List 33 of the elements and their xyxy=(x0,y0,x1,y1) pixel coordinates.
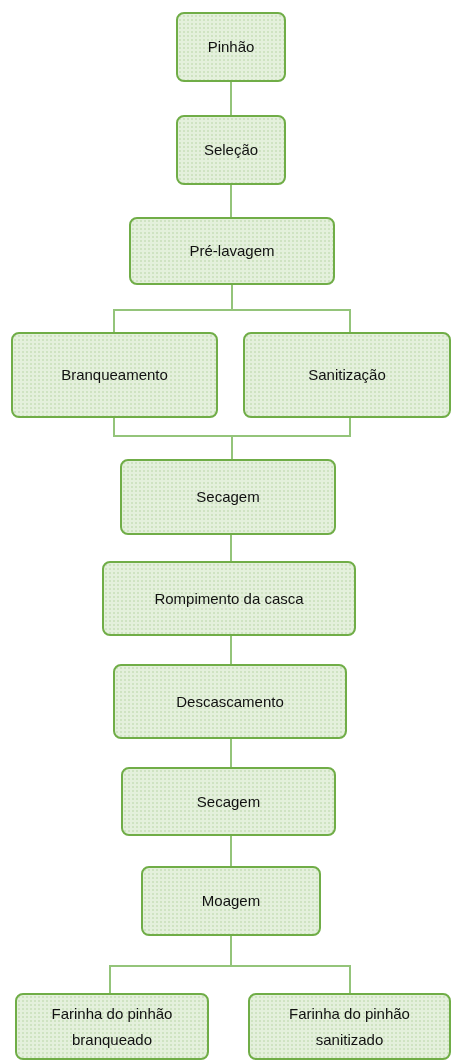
step-label: Pré-lavagem xyxy=(189,241,275,262)
step-label: Seleção xyxy=(203,140,259,161)
process-box xyxy=(15,993,209,1060)
process-box xyxy=(176,12,286,82)
step-label: Pinhão xyxy=(207,37,255,58)
process-box xyxy=(248,993,451,1060)
process-box xyxy=(11,332,218,418)
connector-line xyxy=(230,81,232,116)
process-box xyxy=(121,767,336,836)
connector-line xyxy=(230,935,351,994)
process-box xyxy=(113,664,347,739)
step-label: Sanitização xyxy=(308,365,386,386)
connector-line xyxy=(231,284,351,333)
connector-line xyxy=(230,835,232,867)
connector-line xyxy=(230,534,232,562)
connector-line xyxy=(230,738,232,768)
step-label: Descascamento xyxy=(176,691,284,712)
connector-line xyxy=(230,184,232,218)
process-box xyxy=(243,332,451,418)
step-label: Secagem xyxy=(196,487,260,508)
step-label: Farinha do pinhão branqueado xyxy=(50,1004,174,1050)
step-label: Secagem xyxy=(196,791,261,812)
connector-line xyxy=(231,417,351,460)
process-box xyxy=(129,217,335,285)
connector-line xyxy=(230,635,232,665)
step-label: Moagem xyxy=(201,891,261,912)
step-label: Rompimento da casca xyxy=(154,588,304,609)
process-box xyxy=(176,115,286,185)
step-label: Farinha do pinhão sanitizado xyxy=(288,1004,411,1050)
process-box xyxy=(120,459,336,535)
process-box xyxy=(141,866,321,936)
process-box xyxy=(102,561,356,636)
step-label: Branqueamento xyxy=(61,365,168,386)
